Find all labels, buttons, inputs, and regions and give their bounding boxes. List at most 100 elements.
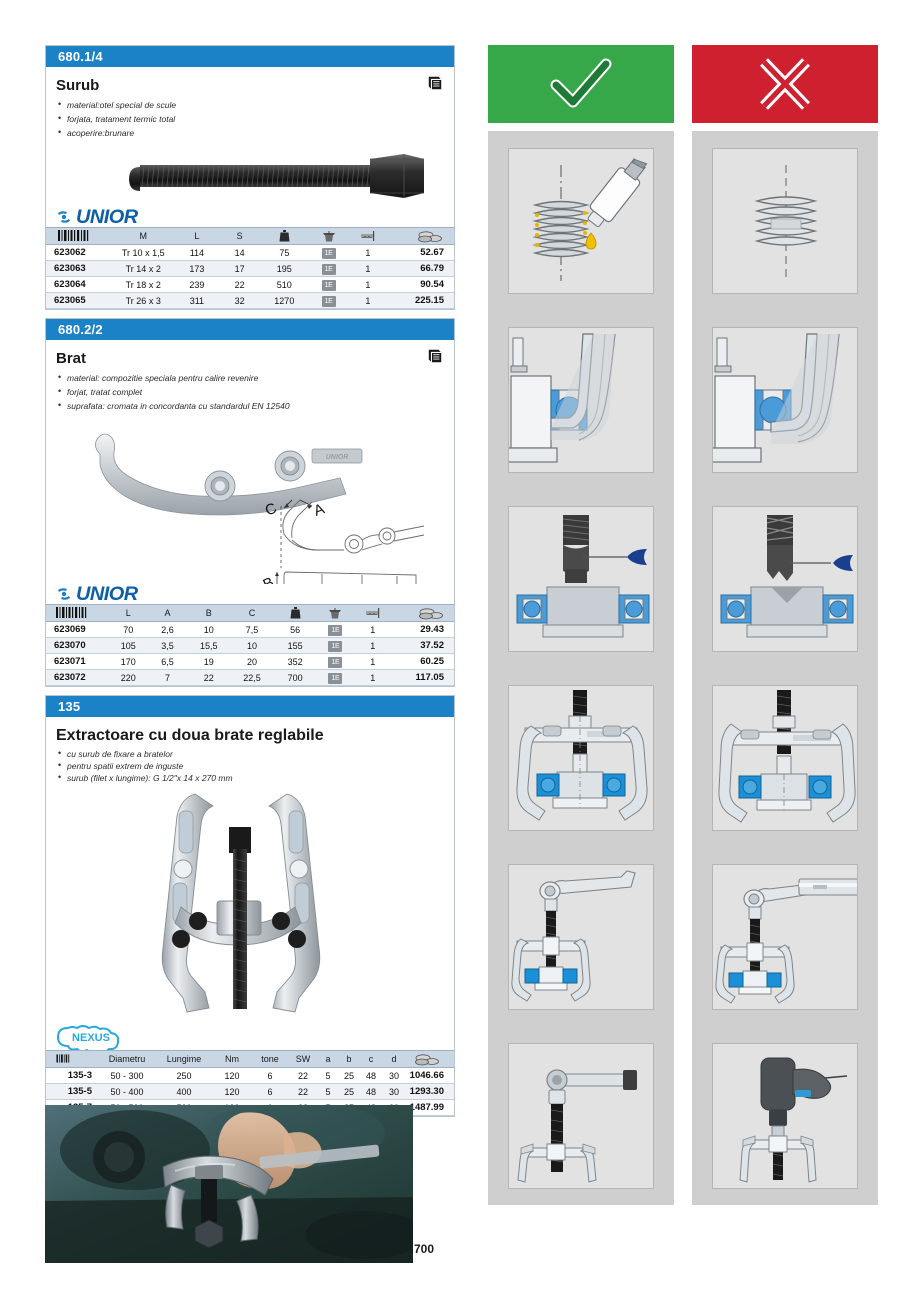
cell-packaging: 1E [316, 653, 355, 670]
cell-M: Tr 14 x 2 [111, 260, 175, 277]
cell-A: 3,5 [148, 637, 188, 654]
cell-L: 114 [174, 244, 220, 261]
col-blank [391, 604, 414, 622]
incorrect-column [692, 131, 878, 1205]
cell-L: 311 [174, 292, 220, 309]
table-row[interactable]: 623072 220 7 22 22,5 700 1E 1 117.05 [46, 669, 454, 686]
col-weight [273, 604, 317, 622]
instruction-cell [488, 489, 674, 668]
col-weight [259, 227, 309, 245]
col-L: L [108, 604, 148, 622]
price-coins-icon [418, 230, 443, 242]
drawing-label-A: A [312, 500, 327, 519]
col-tone: tone [252, 1050, 288, 1068]
spec-table-brat: L A B C [46, 604, 454, 686]
table-row[interactable]: 623063 Tr 14 x 2 173 17 195 1E 1 66.79 [46, 260, 454, 277]
spindle-tip-centered-illustration [508, 505, 654, 652]
instruction-cell [488, 1026, 674, 1205]
arms-even-grip-illustration [508, 684, 654, 831]
oil-applied-to-thread-illustration [508, 147, 654, 294]
table-row[interactable]: 623062 Tr 10 x 1,5 114 14 75 1E 1 52.67 [46, 244, 454, 261]
cell-L: 239 [174, 276, 220, 293]
cell-price: 225.15 [412, 292, 454, 309]
cell-price: 90.54 [412, 276, 454, 293]
product-title: Extractoare cu doua brate reglabile [56, 727, 324, 744]
cell-b: 25 [338, 1067, 360, 1084]
impact-wrench-illustration [712, 1042, 858, 1189]
ruler-icon [361, 231, 375, 242]
table-row[interactable]: 623069 70 2,6 10 7,5 56 1E 1 29.43 [46, 621, 454, 638]
packaging-badge: 1E [321, 247, 336, 259]
col-diametru: Diametru [98, 1050, 156, 1068]
dry-damaged-thread-illustration [712, 147, 858, 294]
product-image-surub [56, 141, 444, 207]
incorrect-header [692, 45, 878, 123]
cell-price: 37.52 [413, 637, 454, 654]
cell-d: 30 [382, 1067, 406, 1084]
col-packaging [316, 604, 355, 622]
table-row[interactable]: 135-5 50 - 400 400 120 6 22 5 25 48 30 1… [46, 1083, 454, 1100]
cell-S: 17 [219, 260, 260, 277]
table-row[interactable]: 623070 105 3,5 15,5 10 155 1E 1 37.52 [46, 637, 454, 654]
col-barcode [46, 227, 112, 245]
cell-sw: 22 [288, 1067, 318, 1084]
unior-wordmark: UNIOR [76, 583, 138, 605]
block-body: Extractoare cu doua brate reglabile cu s… [46, 717, 454, 1054]
feature-item: acoperire:brunare [56, 126, 444, 139]
cell-blank [391, 637, 414, 654]
cell-code: 623070 [46, 637, 109, 654]
cell-price: 60.25 [413, 653, 454, 670]
table-row[interactable]: 623064 Tr 18 x 2 239 22 510 1E 1 90.54 [46, 276, 454, 293]
cell-price: 66.79 [412, 260, 454, 277]
cell-weight: 510 [259, 276, 309, 293]
cell-blank [387, 276, 413, 293]
cell-code: 623062 [46, 244, 112, 261]
cell-diametru: 50 - 300 [98, 1067, 156, 1084]
col-ruler [348, 227, 388, 245]
table-row[interactable]: 623071 170 6,5 19 20 352 1E 1 60.25 [46, 653, 454, 670]
cell-blank [391, 669, 414, 686]
table-header-row: Diametru Lungime Nm tone SW a b c d [46, 1050, 454, 1068]
cell-weight: 155 [273, 637, 317, 654]
instruction-cell [692, 668, 878, 847]
cell-qty: 1 [348, 292, 388, 309]
cell-d: 30 [382, 1083, 406, 1100]
cell-sw: 22 [288, 1083, 318, 1100]
cell-lungime: 400 [156, 1083, 212, 1100]
feature-list: cu surub de fixare a bratelor pentru spa… [56, 747, 444, 784]
feature-item: forjat, tratat complet [56, 385, 444, 398]
cell-b: 25 [338, 1083, 360, 1100]
cell-nm: 120 [212, 1083, 252, 1100]
packaging-badge: 1E [328, 640, 343, 652]
cell-L: 170 [108, 653, 148, 670]
cell-weight: 56 [273, 621, 317, 638]
torque-wrench-illustration [508, 1042, 654, 1189]
instruction-cell [692, 310, 878, 489]
cell-price: 1046.66 [406, 1067, 454, 1084]
cell-code: 623069 [46, 621, 109, 638]
cell-S: 32 [219, 292, 260, 309]
packaging-icon [329, 607, 342, 619]
cell-code: 135-3 [46, 1067, 98, 1084]
brand-logo-nexus: NEXUS [56, 1024, 126, 1054]
price-coins-icon [415, 1053, 439, 1065]
cell-packaging: 1E [308, 292, 349, 309]
cell-blank [391, 621, 414, 638]
col-barcode [46, 604, 109, 622]
cell-packaging: 1E [308, 244, 349, 261]
svg-text:UNIOR: UNIOR [326, 454, 349, 461]
table-row[interactable]: 623065 Tr 26 x 3 311 32 1270 1E 1 225.15 [46, 292, 454, 309]
cell-A: 2,6 [148, 621, 188, 638]
cell-L: 173 [174, 260, 220, 277]
cell-nm: 120 [212, 1067, 252, 1084]
cell-qty: 1 [354, 669, 392, 686]
cell-weight: 75 [259, 244, 309, 261]
table-row[interactable]: 135-3 50 - 300 250 120 6 22 5 25 48 30 1… [46, 1067, 454, 1084]
correct-column [488, 131, 674, 1205]
packaging-badge: 1E [321, 279, 336, 291]
cell-weight: 352 [273, 653, 317, 670]
feature-item: suprafata: cromata in concordanta cu sta… [56, 399, 444, 412]
cell-a: 5 [318, 1083, 338, 1100]
cell-code: 623065 [46, 292, 112, 309]
packaging-badge: 1E [321, 263, 336, 275]
